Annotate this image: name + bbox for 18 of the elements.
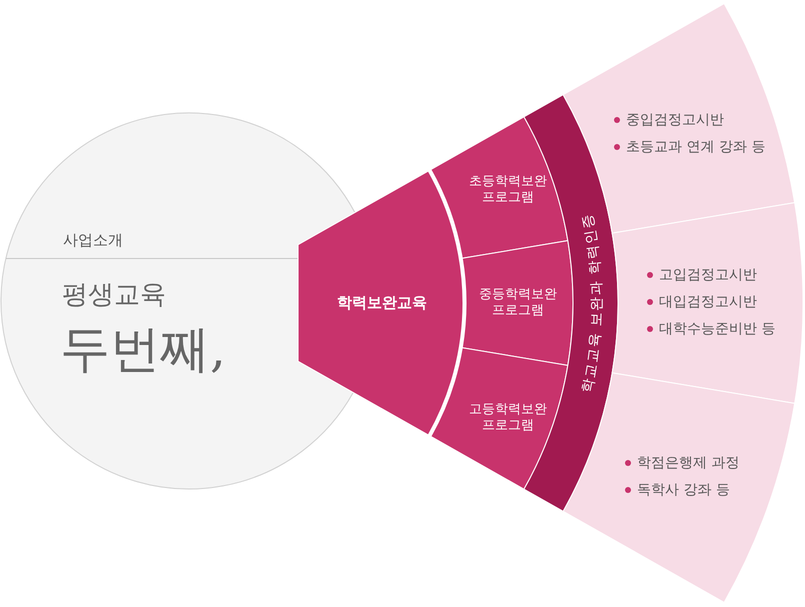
bullet-item: 대입검정고시반 bbox=[659, 293, 757, 311]
bullet-item: 중입검정고시반 bbox=[626, 111, 724, 129]
bullet-item: 초등교과 연계 강좌 등 bbox=[626, 138, 766, 156]
bullet-item: 학점은행제 과정 bbox=[637, 454, 740, 472]
fan-segment bbox=[430, 116, 568, 259]
segment-label: 고등학력보완 프로그램 bbox=[469, 402, 547, 434]
heading-text: 평생교육 bbox=[62, 279, 166, 312]
segment-label: 초등학력보완 프로그램 bbox=[469, 174, 547, 206]
segment-label: 중등학력보완 프로그램 bbox=[479, 286, 557, 320]
large-heading: 두번째, bbox=[60, 319, 226, 380]
fan-segment bbox=[462, 240, 573, 366]
bullet-item: 고입검정고시반 bbox=[659, 266, 757, 284]
segment-label: 학력보완교육 bbox=[337, 294, 427, 312]
outer-fan-segment bbox=[612, 202, 803, 404]
bullet-item: 독학사 강좌 등 bbox=[637, 481, 730, 499]
bullet-item: 대학수능준비반 등 bbox=[659, 320, 776, 338]
fan-segment bbox=[430, 347, 568, 490]
section-label: 사업소개 bbox=[63, 231, 123, 250]
